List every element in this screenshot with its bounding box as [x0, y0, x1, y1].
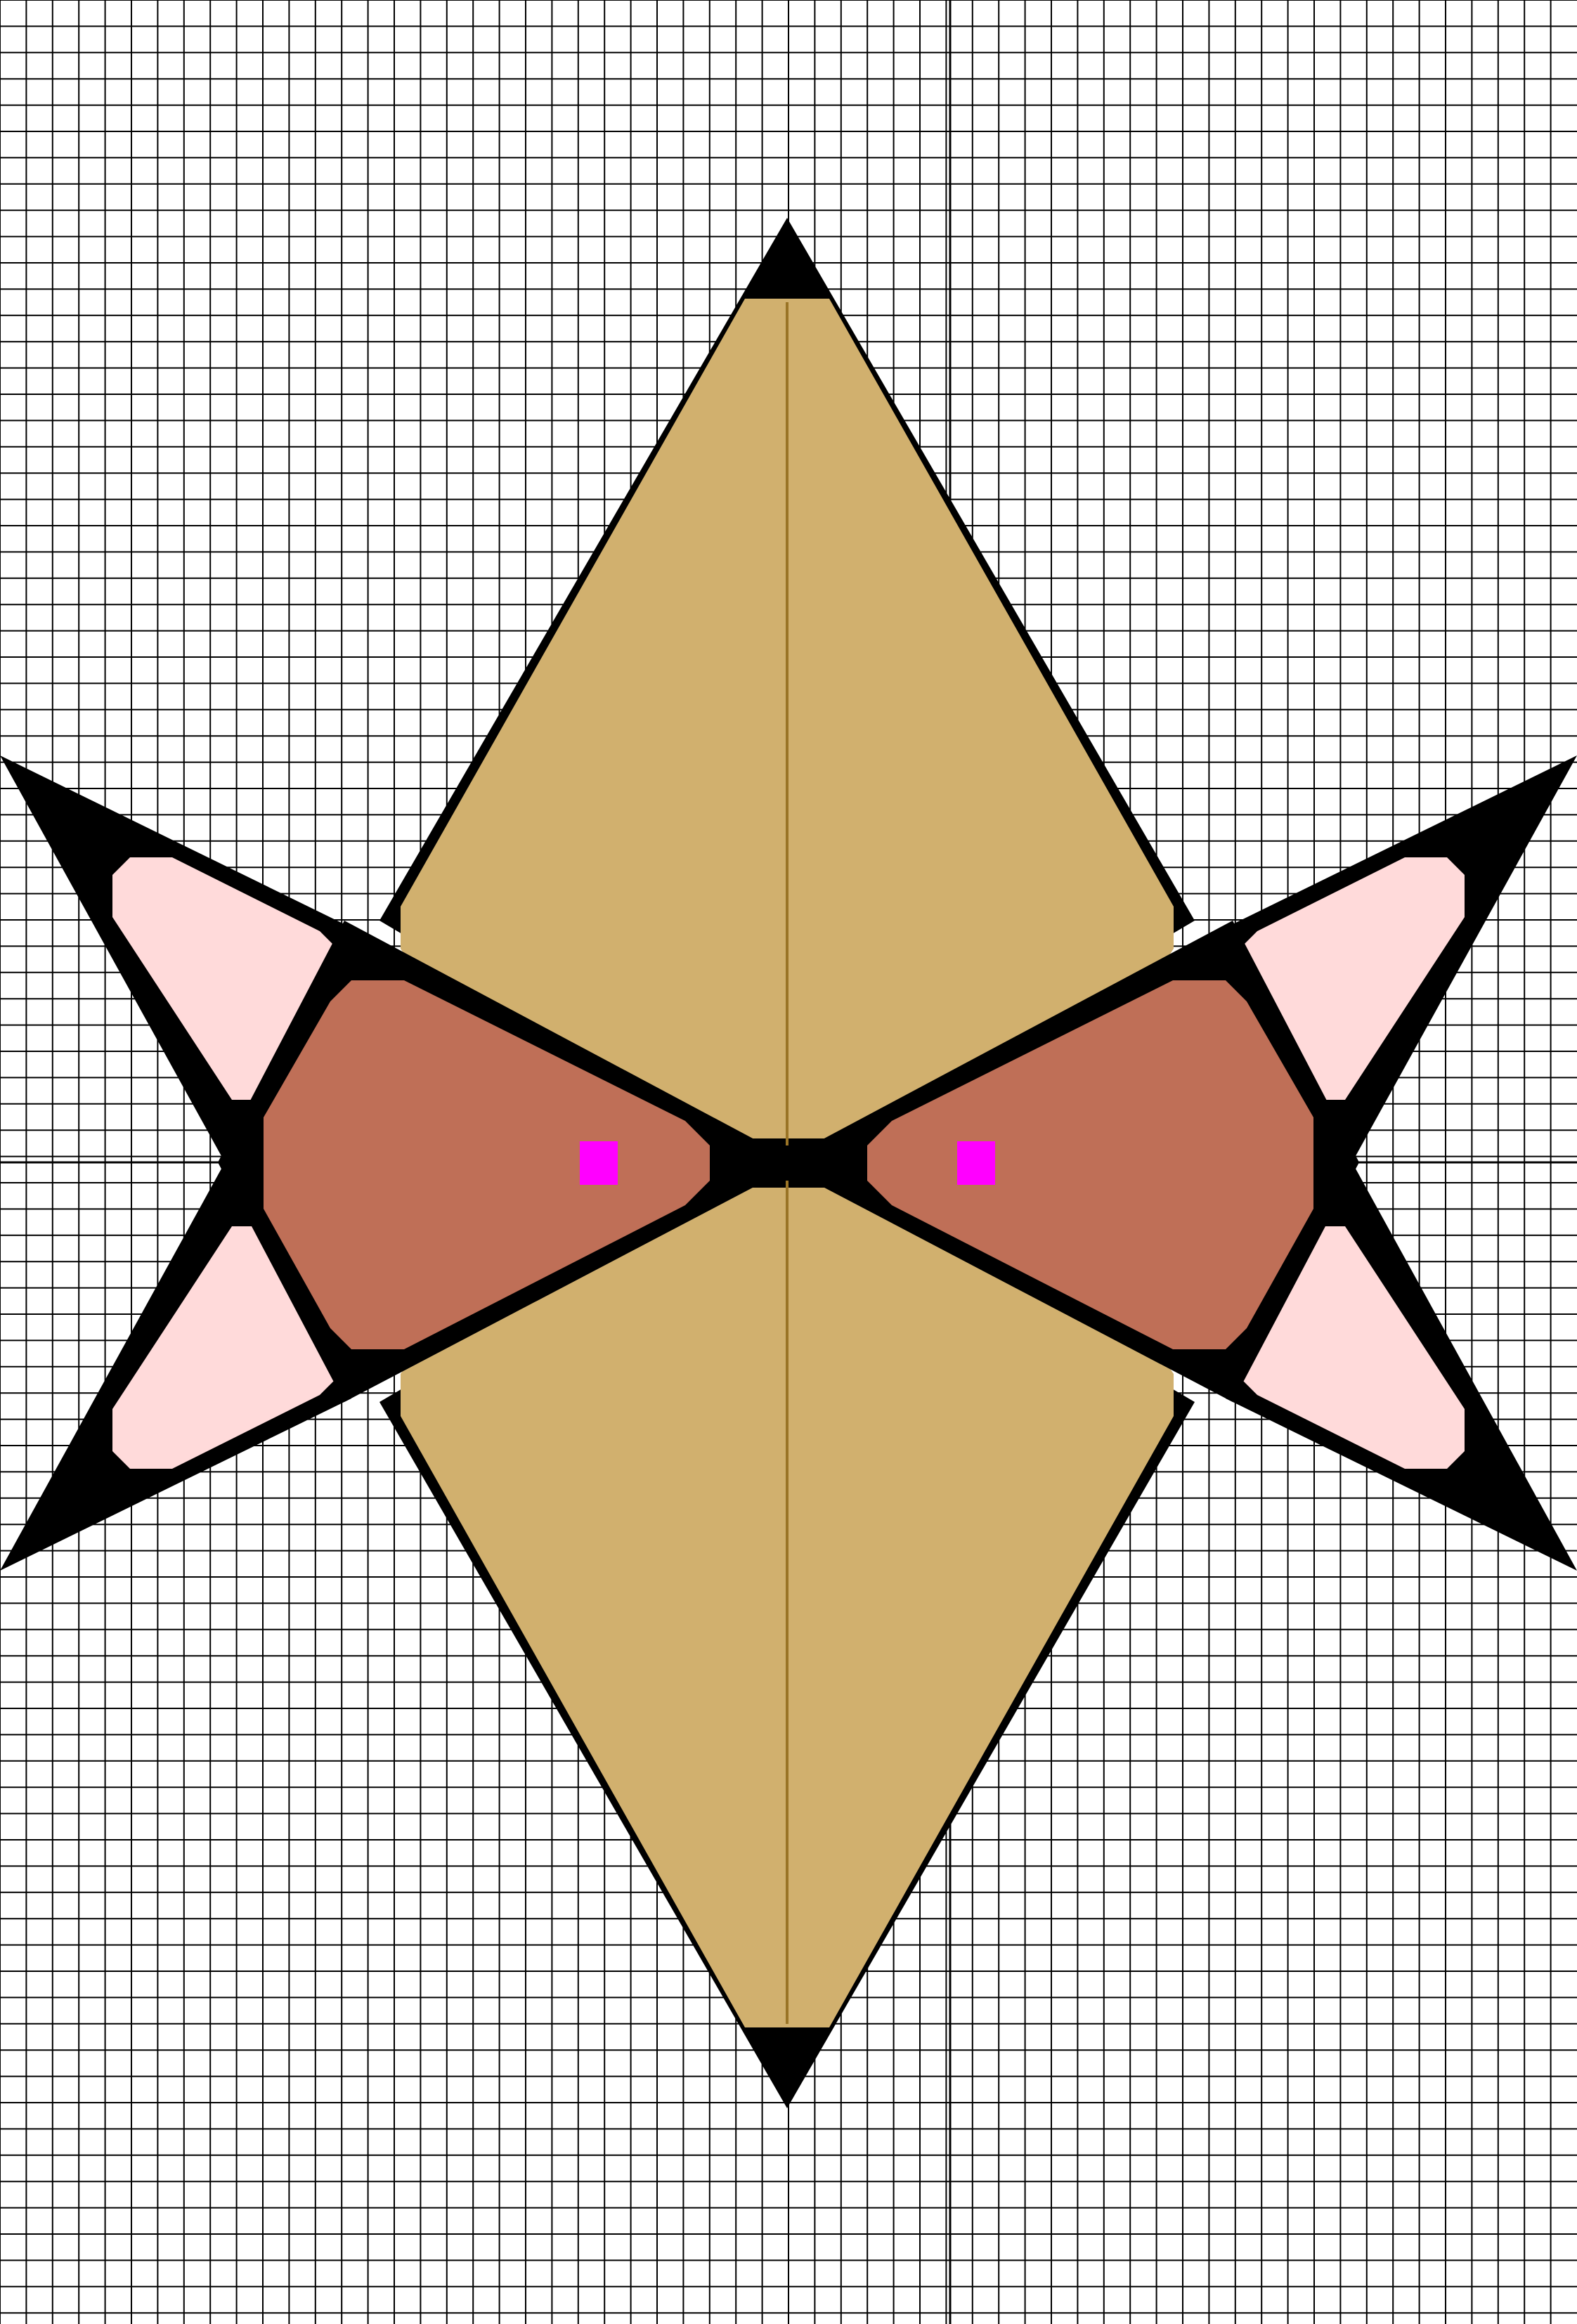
center-kite [379, 218, 1195, 2108]
petal-fill-top-right [1240, 857, 1465, 1100]
petal-fill-bottom-right [1240, 1226, 1465, 1469]
marker-right [957, 1141, 995, 1185]
triangle-fill-left [264, 980, 710, 1349]
marker-left [580, 1141, 618, 1185]
petal-fill-bottom-left [112, 1226, 337, 1469]
petal-fill-top-left [112, 857, 337, 1100]
triangle-fill-right [867, 980, 1313, 1349]
outer-petals [0, 755, 1577, 1571]
center-hub [762, 1145, 812, 1181]
inner-triangles [218, 921, 1359, 1402]
